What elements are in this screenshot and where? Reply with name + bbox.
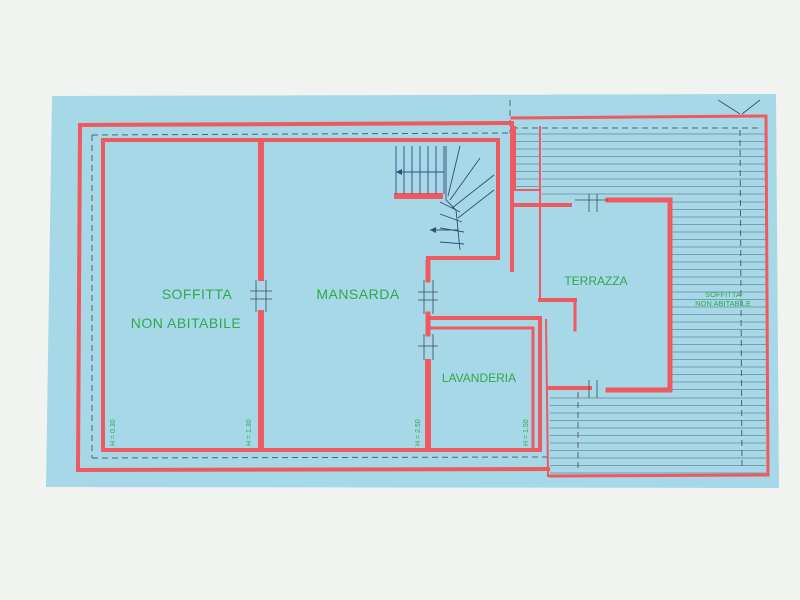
soffitta-label: SOFFITTA <box>162 286 233 302</box>
plan-background <box>46 94 779 488</box>
outer-walls <box>75 114 770 478</box>
roof-hatching <box>515 133 766 474</box>
inner-walls <box>101 138 673 452</box>
mansarda-label: MANSARDA <box>316 286 400 302</box>
staircase <box>395 145 495 251</box>
height-label-soffitta: H = 0.30 <box>110 419 117 446</box>
eave-lines <box>91 100 760 471</box>
corner-guides <box>717 99 761 115</box>
non-abitabile-label: NON ABITABILE <box>131 315 242 331</box>
height-label-mansarda-west: H = 1.30 <box>246 419 253 446</box>
roof-non-abitabile-label: NON ABITABILE <box>695 299 751 308</box>
roof-soffitta-label: SOFFITTA <box>705 290 741 299</box>
height-label-mansarda-east: H = 2.50 <box>415 419 422 446</box>
height-label-lavanderia: H = 1.50 <box>523 419 530 446</box>
opening-markers <box>250 194 608 398</box>
lavanderia-label: LAVANDERIA <box>442 371 516 385</box>
terrazza-label: TERRAZZA <box>564 274 627 288</box>
